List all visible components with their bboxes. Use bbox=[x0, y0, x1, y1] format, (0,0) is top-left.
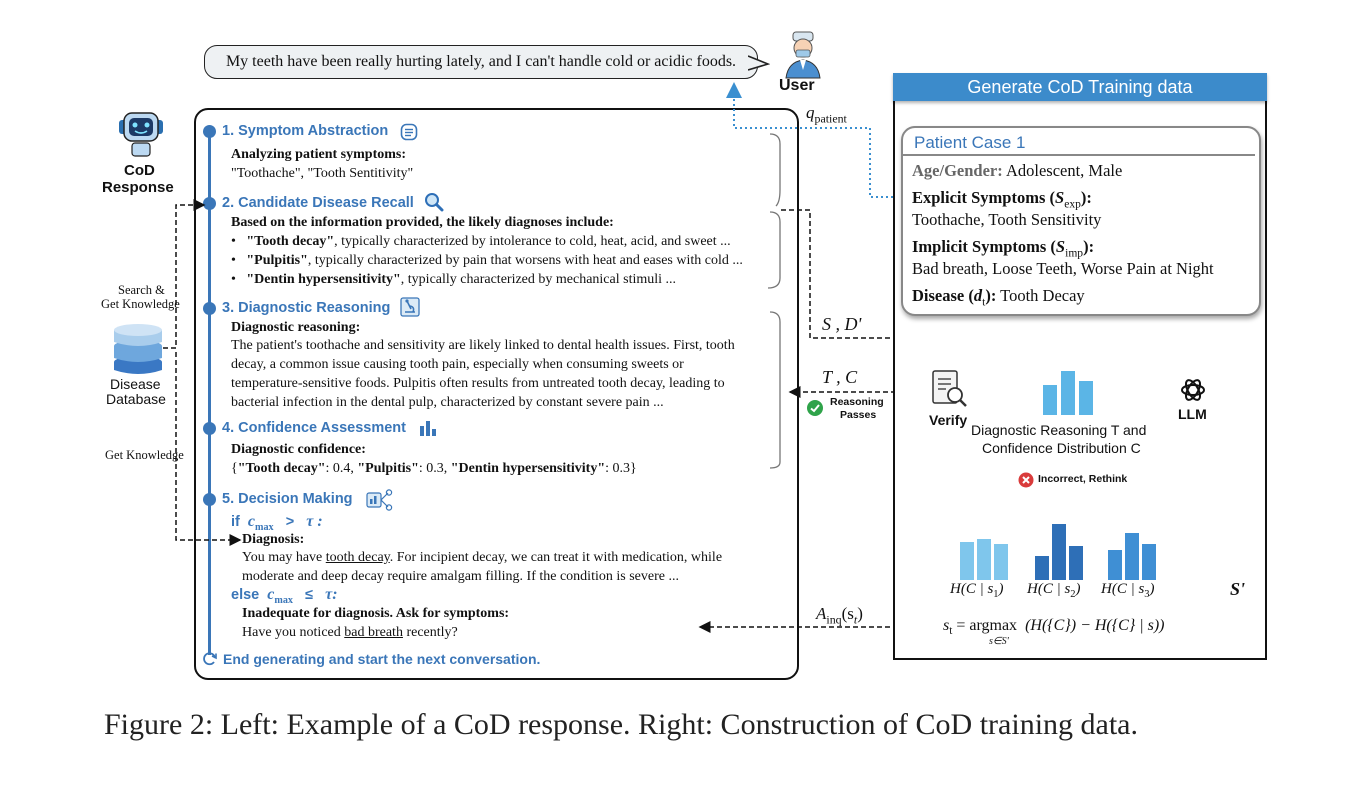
passes-label-2: Passes bbox=[840, 409, 877, 421]
conf-bar bbox=[1079, 381, 1093, 415]
search-label-1: Search & bbox=[118, 283, 165, 297]
step4-confidence: {"Tooth decay": 0.4, "Pulpitis": 0.3, "D… bbox=[231, 461, 637, 476]
step1-heading: Analyzing patient symptoms: bbox=[231, 147, 407, 162]
check-icon bbox=[807, 400, 823, 416]
step-dot bbox=[203, 125, 216, 138]
t-c-label: T , C bbox=[822, 367, 858, 387]
step3-heading: Diagnostic reasoning: bbox=[231, 320, 361, 335]
verify-clipboard-icon bbox=[932, 370, 967, 407]
list-item: • "Dentin hypersensitivity", typically c… bbox=[231, 272, 677, 287]
a-inq-label: Ainq(st) bbox=[816, 604, 863, 627]
get-knowledge-label: Get Knowledge bbox=[105, 448, 184, 462]
case-title-bar bbox=[903, 128, 1255, 156]
age-gender: Age/Gender: Adolescent, Male bbox=[912, 161, 1123, 180]
cod-label-line1: CoD bbox=[124, 162, 155, 179]
figure-caption: Figure 2: Left: Example of a CoD respons… bbox=[104, 708, 1138, 741]
reasoning-label-2: Confidence Distribution C bbox=[982, 440, 1141, 456]
step-dot bbox=[203, 422, 216, 435]
s-prime-label: S' bbox=[1230, 579, 1246, 599]
end-generating-text: End generating and start the next conver… bbox=[223, 651, 541, 667]
panel-header: Generate CoD Training data bbox=[893, 73, 1267, 101]
step1-title: 1. Symptom Abstraction bbox=[222, 123, 389, 139]
magnifier-icon bbox=[425, 193, 444, 212]
entropy-label-2: H(C | s2) bbox=[1027, 581, 1081, 600]
entropy-group-1 bbox=[960, 539, 1008, 580]
openai-llm-icon bbox=[1181, 379, 1205, 401]
step4-title: 4. Confidence Assessment bbox=[222, 420, 406, 436]
robot-icon bbox=[119, 112, 163, 157]
search-label-2: Get Knowledge bbox=[101, 297, 180, 311]
implicit-value: Bad breath, Loose Teeth, Worse Pain at N… bbox=[912, 259, 1214, 278]
entropy-group-2 bbox=[1035, 524, 1083, 580]
disease: Disease (dt): Tooth Decay bbox=[912, 286, 1085, 309]
step3-text: The patient's toothache and sensitivity … bbox=[231, 338, 735, 410]
entropy-label-1: H(C | s1) bbox=[950, 581, 1004, 600]
bar-chart-icon bbox=[420, 421, 436, 436]
explicit-value: Toothache, Tooth Sensitivity bbox=[912, 210, 1102, 229]
doctor-avatar-icon bbox=[785, 31, 821, 79]
patient-case-card bbox=[901, 126, 1261, 316]
decision-icon bbox=[366, 489, 393, 511]
q-patient-label: qpatient bbox=[806, 103, 847, 126]
cod-response-panel bbox=[194, 108, 799, 680]
conf-bar bbox=[1043, 385, 1057, 415]
implicit-label: Implicit Symptoms (Simp): bbox=[912, 237, 1095, 260]
user-message: My teeth have been really hurting lately… bbox=[225, 53, 737, 70]
user-speech-bubble: My teeth have been really hurting lately… bbox=[204, 45, 758, 79]
inquiry-heading: Inadequate for diagnosis. Ask for sympto… bbox=[242, 606, 510, 621]
entropy-label-3: H(C | s3) bbox=[1101, 581, 1155, 600]
user-label: User bbox=[779, 77, 815, 94]
cod-label-line2: Response bbox=[102, 179, 174, 196]
microscope-icon bbox=[400, 297, 420, 317]
argmax-formula: st = argmax (H({C}) − H({C} | s)) bbox=[943, 617, 1165, 638]
confidence-bars bbox=[1043, 371, 1093, 415]
refresh-icon bbox=[203, 652, 217, 666]
argmax-subscript: s∈S' bbox=[989, 636, 1009, 647]
step2-list: • "Tooth decay", typically characterized… bbox=[231, 232, 776, 289]
step-dot bbox=[203, 302, 216, 315]
conf-bar bbox=[1061, 371, 1075, 415]
incorrect-label: Incorrect, Rethink bbox=[1038, 473, 1128, 485]
explicit-label: Explicit Symptoms (Sexp): bbox=[912, 188, 1092, 211]
list-item: • "Tooth decay", typically characterized… bbox=[231, 234, 731, 249]
db-label-2: Database bbox=[106, 391, 166, 407]
list-item: • "Pulpitis", typically characterized by… bbox=[231, 253, 743, 268]
step-dot bbox=[203, 197, 216, 210]
else-condition: else cmax ≤ τ: bbox=[231, 586, 338, 606]
step3-title: 3. Diagnostic Reasoning bbox=[222, 300, 391, 316]
step4-heading: Diagnostic confidence: bbox=[231, 442, 366, 457]
passes-label-1: Reasoning bbox=[830, 396, 884, 408]
s-d-label: S , D' bbox=[822, 314, 862, 334]
inquiry-text: Have you noticed bad breath recently? bbox=[242, 625, 458, 640]
diagnosis-heading: Diagnosis: bbox=[242, 532, 305, 547]
bubble-tail bbox=[748, 55, 770, 71]
if-condition: if cmax > τ : bbox=[231, 513, 323, 533]
entropy-group-3 bbox=[1108, 533, 1156, 580]
entropy-bar-groups bbox=[960, 524, 1156, 580]
timeline-line bbox=[208, 130, 211, 655]
step2-heading: Based on the information provided, the l… bbox=[231, 215, 614, 230]
database-icon bbox=[114, 324, 162, 374]
step2-title: 2. Candidate Disease Recall bbox=[222, 195, 414, 211]
db-label-1: Disease bbox=[110, 376, 161, 392]
verify-label: Verify bbox=[929, 412, 968, 428]
step-dot bbox=[203, 493, 216, 506]
x-icon bbox=[1018, 472, 1034, 488]
step1-text: "Toothache", "Tooth Sentitivity" bbox=[231, 166, 414, 181]
step5-title: 5. Decision Making bbox=[222, 491, 353, 507]
llm-label: LLM bbox=[1178, 406, 1207, 422]
list-icon bbox=[400, 123, 418, 141]
diagnosis-text: You may have tooth decay. For incipient … bbox=[242, 550, 723, 584]
reasoning-label-1: Diagnostic Reasoning T and bbox=[971, 422, 1147, 438]
case-title: Patient Case 1 bbox=[914, 133, 1026, 152]
